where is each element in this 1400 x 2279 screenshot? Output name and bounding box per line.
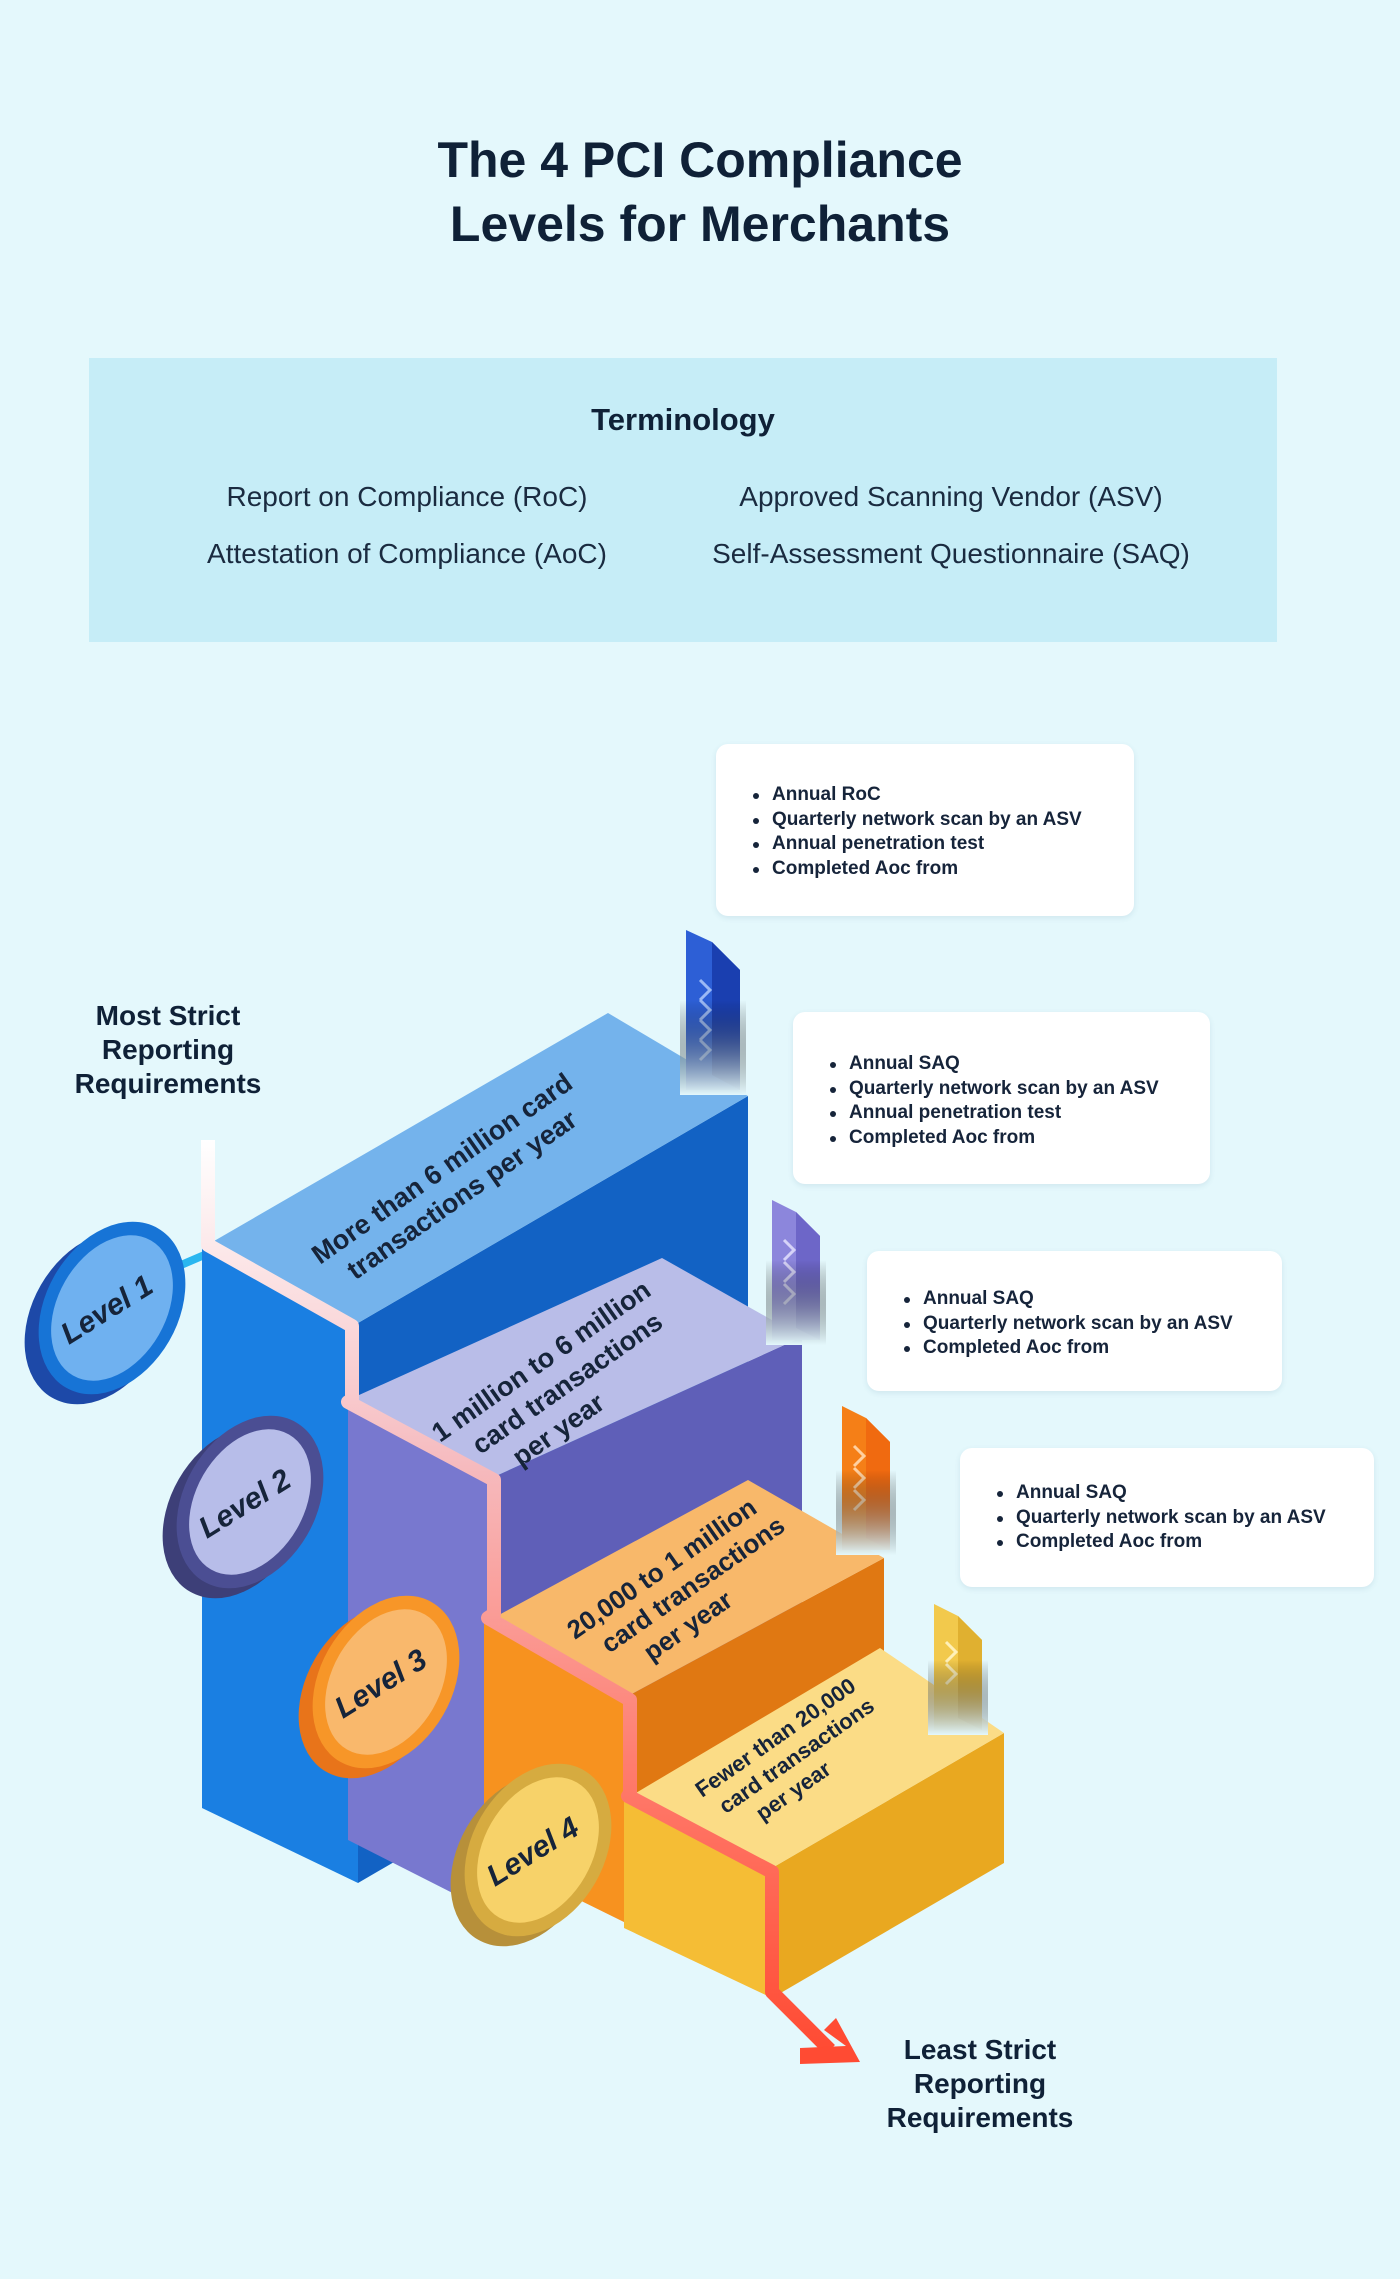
block-front-face (624, 1800, 772, 1998)
requirement-item: Quarterly network scan by an ASV (997, 1506, 1374, 1531)
requirements-card-level-3: Annual SAQ Quarterly network scan by an … (867, 1251, 1282, 1391)
block-top-face (348, 1258, 802, 1476)
terminology-panel: Terminology Report on Compliance (RoC) A… (89, 358, 1277, 642)
level-4-block: Fewer than 20,000 card transactions per … (624, 1648, 1004, 1998)
requirement-item: Annual penetration test (753, 832, 1134, 857)
requirement-item: Completed Aoc from (830, 1126, 1210, 1151)
terminology-heading: Terminology (591, 402, 775, 437)
least-strict-line: Reporting (913, 2068, 1047, 2099)
arrow-head-icon (800, 2018, 860, 2064)
level-4-coin: Level 4 (450, 1763, 612, 1947)
requirement-item: Annual RoC (753, 783, 1134, 808)
least-strict-line: Least Strict (903, 2034, 1057, 2065)
requirement-item: Completed Aoc from (997, 1530, 1374, 1555)
term-aoc: Attestation of Compliance (AoC) (207, 538, 607, 569)
requirement-item: Quarterly network scan by an ASV (753, 808, 1134, 833)
requirement-item: Annual penetration test (830, 1101, 1210, 1126)
level-1-flag (680, 930, 746, 1095)
requirement-item: Annual SAQ (830, 1052, 1210, 1077)
term-asv: Approved Scanning Vendor (ASV) (739, 481, 1163, 512)
block-top-face (624, 1648, 1004, 1868)
least-strict-label: Least Strict Reporting Requirements (850, 2033, 1110, 2135)
term-roc: Report on Compliance (RoC) (226, 481, 588, 512)
level-4-flag (928, 1604, 988, 1735)
requirement-item: Completed Aoc from (904, 1336, 1282, 1361)
level-2-flag (766, 1200, 826, 1345)
level-2-coin: Level 2 (162, 1415, 324, 1599)
requirements-card-level-4: Annual SAQ Quarterly network scan by an … (960, 1448, 1374, 1587)
most-strict-label: Most Strict Reporting Requirements (38, 999, 298, 1101)
page-title: The 4 PCI Compliance Levels for Merchant… (0, 128, 1400, 256)
strictness-arrow (201, 1140, 860, 2064)
most-strict-line: Reporting (101, 1034, 235, 1065)
requirements-card-level-2: Annual SAQ Quarterly network scan by an … (793, 1012, 1210, 1184)
requirements-card-level-1: Annual RoC Quarterly network scan by an … (716, 744, 1134, 916)
block-side-face (772, 1733, 1004, 1998)
requirement-item: Quarterly network scan by an ASV (904, 1312, 1282, 1337)
title-line-2: Levels for Merchants (449, 196, 951, 252)
requirement-item: Completed Aoc from (753, 857, 1134, 882)
level-3-flag (836, 1406, 896, 1555)
least-strict-line: Requirements (886, 2102, 1074, 2133)
block-top-face (484, 1480, 884, 1695)
most-strict-line: Most Strict (95, 1000, 241, 1031)
term-saq: Self-Assessment Questionnaire (SAQ) (712, 538, 1190, 569)
level-1-coin: Level 1 (24, 1221, 186, 1405)
most-strict-line: Requirements (74, 1068, 262, 1099)
requirement-item: Quarterly network scan by an ASV (830, 1077, 1210, 1102)
requirement-item: Annual SAQ (904, 1287, 1282, 1312)
level-3-coin: Level 3 (298, 1595, 460, 1779)
requirement-item: Annual SAQ (997, 1481, 1374, 1506)
block-top-face (202, 1013, 748, 1323)
title-line-1: The 4 PCI Compliance (437, 132, 963, 188)
